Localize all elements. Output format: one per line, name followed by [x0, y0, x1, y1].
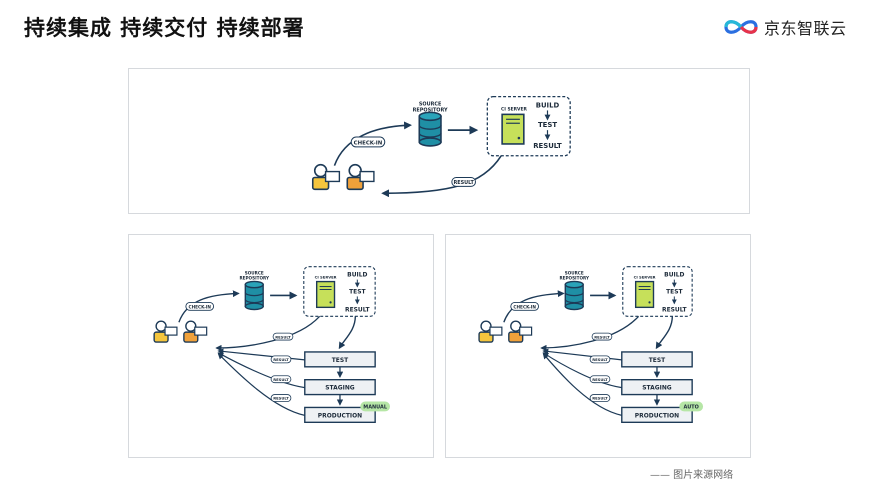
result-label: RESULT — [273, 378, 289, 382]
continuous-delivery-diagram: CHECK-IN SOURCE REPOSITORY CI SERVER BUI… — [128, 234, 434, 458]
ci-server-label: CI SERVER — [634, 276, 656, 280]
stage-test-label: TEST — [649, 357, 666, 364]
test-step: TEST — [349, 288, 366, 295]
ci-server-icon — [634, 280, 655, 309]
ci-server-icon — [315, 280, 336, 309]
ci-server-icon — [501, 113, 525, 145]
source-repository-label: SOURCE — [419, 101, 442, 107]
source-repository-icon — [418, 111, 442, 147]
developer-icon — [311, 163, 341, 191]
page-title: 持续集成 持续交付 持续部署 — [24, 16, 305, 40]
result-label: RESULT — [592, 378, 608, 382]
check-in-label: CHECK-IN — [354, 140, 383, 146]
source-repository-icon — [244, 280, 264, 311]
check-in-label: CHECK-IN — [188, 304, 211, 310]
source-repository-label: REPOSITORY — [413, 107, 448, 113]
stage-staging-label: STAGING — [325, 385, 355, 392]
developer-icon — [153, 320, 178, 343]
result-step: RESULT — [662, 306, 688, 313]
build-step: BUILD — [536, 101, 560, 109]
result-label: RESULT — [273, 358, 289, 362]
stage-production-label: PRODUCTION — [318, 412, 362, 419]
developer-icon — [346, 163, 375, 191]
ci-server-label: CI SERVER — [315, 276, 337, 280]
result-label: RESULT — [453, 180, 474, 186]
developer-icon — [183, 320, 208, 343]
auto-badge — [679, 401, 704, 412]
continuous-deployment-diagram: CHECK-IN SOURCE REPOSITORY CI SERVER BUI… — [445, 234, 751, 458]
test-step: TEST — [666, 288, 683, 295]
source-repository-icon — [564, 280, 584, 311]
result-step: RESULT — [533, 142, 562, 150]
developer-icon — [478, 320, 503, 343]
developer-icon — [508, 320, 533, 343]
source-repository-label: REPOSITORY — [559, 276, 589, 281]
build-step: BUILD — [347, 272, 367, 279]
result-label: RESULT — [592, 358, 608, 362]
auto-badge-label: AUTO — [684, 405, 699, 411]
source-repository-label: REPOSITORY — [239, 276, 269, 281]
result-step: RESULT — [345, 306, 371, 313]
brand-name: 京东智联云 — [764, 19, 847, 38]
build-step: BUILD — [664, 272, 684, 279]
check-in-label: CHECK-IN — [513, 304, 536, 310]
image-source-note: —— 图片来源网络 — [650, 470, 734, 481]
manual-badge-label: MANUAL — [363, 405, 388, 411]
source-repository-label: SOURCE — [565, 271, 584, 276]
stage-test-label: TEST — [332, 357, 349, 364]
stage-staging-label: STAGING — [642, 385, 672, 392]
ci-server-label: CI SERVER — [501, 106, 527, 112]
jd-cloud-logo-icon — [724, 20, 758, 34]
result-label: RESULT — [594, 335, 610, 339]
result-label: RESULT — [275, 335, 291, 339]
result-label: RESULT — [592, 397, 608, 401]
manual-badge — [360, 401, 391, 412]
continuous-integration-diagram: CHECK-IN SOURCE REPOSITORY CI SERVER BUI… — [128, 68, 750, 214]
source-repository-label: SOURCE — [245, 271, 264, 276]
test-step: TEST — [538, 121, 557, 129]
stage-production-label: PRODUCTION — [635, 412, 679, 419]
result-label: RESULT — [273, 397, 289, 401]
brand-logo: 京东智联云 — [722, 14, 847, 40]
